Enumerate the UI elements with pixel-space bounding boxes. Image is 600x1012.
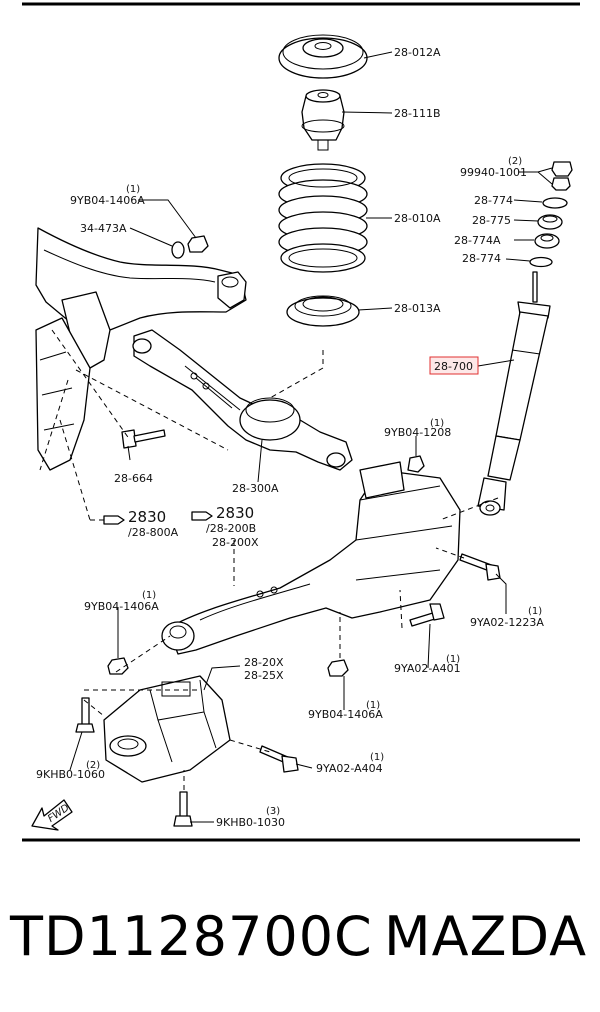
assembly-lines — [39, 329, 499, 790]
leader-lines — [69, 51, 553, 823]
qty-9ya02-a401: (1) — [446, 654, 460, 665]
qty-9ya02-1223a: (1) — [528, 606, 542, 617]
shock-absorber — [477, 271, 551, 516]
caption-brand: MAZDA — [384, 905, 587, 968]
label-9khb0-1060: 9KHB0-1060 — [36, 768, 105, 781]
qty-9yb04-1406a-top: (1) — [126, 184, 140, 195]
spring-lower-seat — [286, 295, 360, 327]
diff-mount-bracket — [103, 675, 231, 783]
label-28-25x: 28-25X — [244, 669, 284, 682]
label-28-300a: 28-300A — [232, 482, 279, 495]
label-28-775: 28-775 — [472, 214, 511, 227]
quantity-labels: (2) (1) (1) (1) (1) (1) (1) (2) (1) (3) — [86, 156, 542, 817]
lower-control-arm — [132, 329, 353, 471]
label-28-774-lower: 28-774 — [462, 252, 501, 265]
label-28-111b: 28-111B — [394, 107, 441, 120]
label-9yb04-1406a-top: 9YB04-1406A — [70, 194, 145, 207]
qty-9ya02-a404: (1) — [370, 752, 384, 763]
label-9ya02-a401: 9YA02-A401 — [394, 662, 461, 675]
caption-part-number: TD1128700C — [9, 905, 373, 968]
ref-callout-1: 2830 /28-800A — [103, 508, 179, 539]
rear-crossmember — [161, 461, 461, 655]
spring-upper-seat — [278, 34, 368, 79]
label-28-700: 28-700 — [434, 360, 473, 373]
label-28-664: 28-664 — [114, 472, 153, 485]
coil-spring — [278, 163, 368, 273]
label-9khb0-1030: 9KHB0-1030 — [216, 816, 285, 829]
label-9yb04-1208: 9YB04-1208 — [384, 426, 451, 439]
label-9yb04-1406a-low: 9YB04-1406A — [308, 708, 383, 721]
label-34-473a: 34-473A — [80, 222, 127, 235]
bump-stop — [301, 89, 345, 151]
qty-9yb04-1208: (1) — [430, 418, 444, 429]
shock-hardware — [529, 161, 573, 268]
label-28-010a: 28-010A — [394, 212, 441, 225]
part-labels: 28-012A 28-111B 99940-1001 28-774 9YB04-… — [36, 46, 544, 829]
ref2-number: 2830 — [216, 504, 254, 522]
qty-9khb0-1030: (3) — [266, 806, 280, 817]
highlight-box — [429, 356, 479, 375]
label-28-013a: 28-013A — [394, 302, 441, 315]
label-28-774-upper: 28-774 — [474, 194, 513, 207]
label-28-774a: 28-774A — [454, 234, 501, 247]
label-9ya02-1223a: 9YA02-1223A — [470, 616, 544, 629]
label-28-012a: 28-012A — [394, 46, 441, 59]
label-9ya02-a404: 9YA02-A404 — [316, 762, 383, 775]
label-99940-1001: 99940-1001 — [460, 166, 527, 179]
ref-callout-2: 2830 /28-200B 28-200X — [191, 504, 259, 549]
subframe — [35, 227, 247, 471]
fwd-arrow-icon: FWD — [31, 799, 73, 831]
label-9yb04-1406a-mid: 9YB04-1406A — [84, 600, 159, 613]
label-28-20x: 28-20X — [244, 656, 284, 669]
ref2-subtext-1: /28-200B — [206, 522, 256, 535]
qty-99940-1001: (2) — [508, 156, 522, 167]
ref1-number: 2830 — [128, 508, 166, 526]
ref1-subtext: /28-800A — [128, 526, 179, 539]
qty-9yb04-1406a-low: (1) — [366, 700, 380, 711]
ref2-subtext-2: 28-200X — [212, 536, 259, 549]
qty-9khb0-1060: (2) — [86, 760, 100, 771]
qty-9yb04-1406a-mid: (1) — [142, 590, 156, 601]
